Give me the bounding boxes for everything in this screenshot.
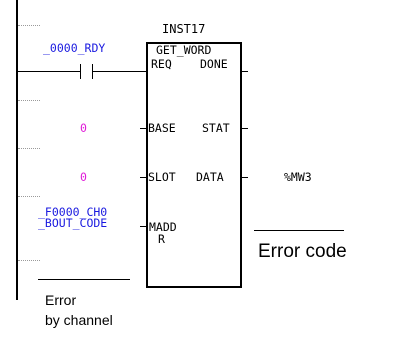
fb-input-req: REQ [151,57,172,71]
fb-input-maddr-line2: R [158,232,165,246]
fb-function-name: GET_WORD [156,43,212,57]
error-by-channel-label-line1: Error [45,292,77,308]
function-block-box [146,42,242,288]
rung-separator [18,25,40,27]
fb-input-slot: SLOT [148,170,176,184]
fb-input-base: BASE [148,121,176,135]
rung-separator [18,196,40,198]
left-power-rail [16,0,18,300]
fb-input-maddr-line1: MADD [149,220,177,234]
fb-instance-name: INST17 [162,22,206,36]
data-output-variable: %MW3 [284,170,312,184]
contact-left-bar [80,64,81,79]
req-rung-wire-left [18,71,80,72]
maddr-input-stub [140,226,146,227]
data-output-stub [242,177,248,178]
req-contact-variable: _0000_RDY [43,41,106,55]
fb-output-data: DATA [196,170,224,184]
error-code-underline [254,230,344,231]
rung-separator [18,100,40,102]
rung-separator [18,148,40,150]
base-constant: 0 [80,121,87,135]
error-by-channel-underline [38,279,130,280]
maddr-variable-line2: _BOUT_CODE [38,216,108,230]
req-rung-wire-right [92,71,146,72]
done-output-stub [242,71,248,72]
slot-constant: 0 [80,170,87,184]
fb-output-stat: STAT [202,121,230,135]
rung-separator [18,260,40,262]
stat-output-stub [242,128,248,129]
error-by-channel-label-line2: by channel [45,312,113,328]
fb-output-done: DONE [200,57,228,71]
base-input-stub [140,128,146,129]
slot-input-stub [140,177,146,178]
maddr-variable-line1: _F0000_CH0 [38,205,108,219]
error-code-label: Error code [258,241,347,262]
